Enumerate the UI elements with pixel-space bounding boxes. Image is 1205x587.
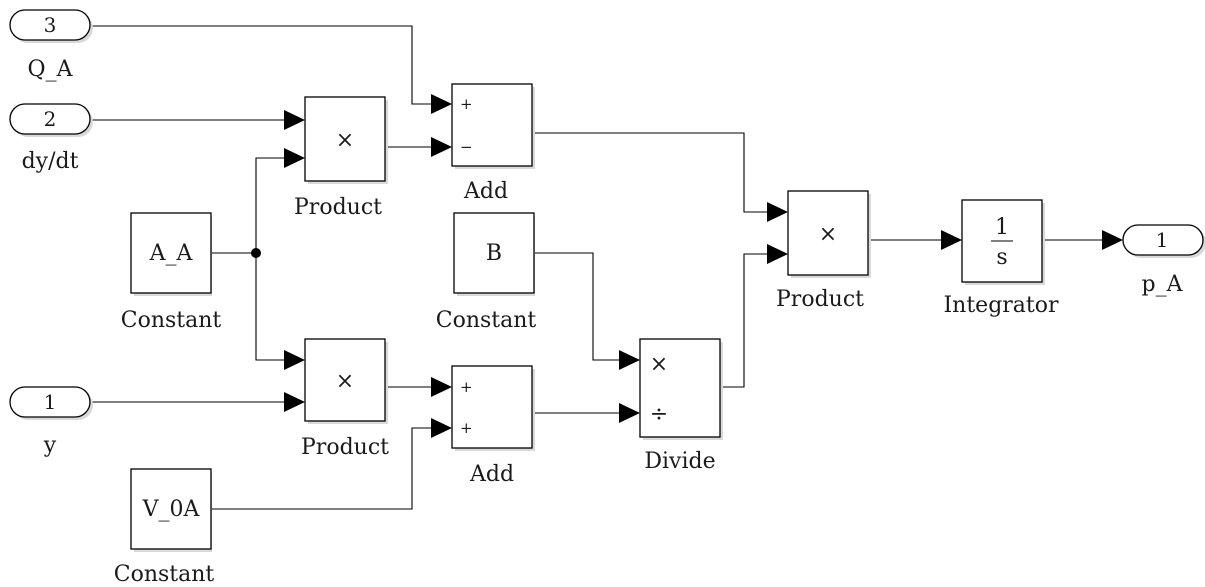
integrator-numerator: 1 — [995, 215, 1009, 240]
integrator-block[interactable]: 1 s Integrator — [943, 199, 1059, 318]
arrow-product1-in1 — [284, 110, 305, 130]
product-1-label: Product — [294, 195, 382, 220]
outport-pa[interactable]: 1 p_A — [1122, 224, 1205, 297]
constant-b[interactable]: B Constant — [436, 212, 537, 333]
add-2-sign-2: + — [460, 419, 473, 437]
divide-label: Divide — [644, 449, 715, 474]
constant-v0a-label: Constant — [114, 562, 215, 587]
arrow-product3-in2 — [767, 244, 788, 264]
add-1-sign-1: + — [460, 95, 473, 113]
arrow-divide-in2 — [619, 403, 640, 423]
product-block-3[interactable]: × Product — [776, 190, 871, 312]
arrow-add2-in1 — [431, 377, 452, 397]
wire-divide-to-product3[interactable] — [720, 253, 769, 388]
wire-junction-to-product2[interactable] — [255, 253, 286, 361]
wire-b-to-divide[interactable] — [534, 252, 621, 361]
junction-dot — [251, 248, 261, 258]
inport-dydt-number: 2 — [44, 107, 57, 131]
inport-y[interactable]: 1 y — [9, 386, 93, 458]
add-1-label: Add — [463, 179, 508, 204]
integrator-denominator: s — [996, 245, 1007, 270]
product-1-symbol: × — [336, 128, 354, 153]
divide-block[interactable]: × ÷ Divide — [639, 338, 723, 474]
product-2-label: Product — [301, 435, 389, 460]
arrow-product2-in2 — [284, 392, 305, 412]
product-3-label: Product — [776, 287, 864, 312]
wire-junction-to-product1[interactable] — [255, 157, 286, 253]
outport-pa-label: p_A — [1142, 272, 1184, 297]
product-3-symbol: × — [819, 222, 837, 247]
add-2-sign-1: + — [460, 378, 473, 396]
add-1-sign-2: − — [460, 138, 473, 156]
inport-dydt-label: dy/dt — [22, 149, 79, 174]
arrow-add1-in1 — [431, 94, 452, 114]
constant-b-value: B — [486, 241, 502, 266]
add-2-label: Add — [469, 462, 514, 487]
outport-pa-number: 1 — [1156, 228, 1169, 252]
wire-v0a-to-add2[interactable] — [212, 427, 433, 510]
signal-lines — [90, 25, 1104, 510]
inport-qa-number: 3 — [44, 13, 57, 37]
product-block-2[interactable]: × Product — [301, 338, 389, 460]
constant-v0a[interactable]: V_0A Constant — [114, 468, 215, 587]
inport-y-label: y — [43, 433, 57, 458]
wire-add1-to-product3[interactable] — [534, 132, 769, 213]
arrow-add2-in2 — [431, 418, 452, 438]
arrow-product3-in1 — [767, 202, 788, 222]
add-block-1[interactable]: + − Add — [451, 83, 535, 204]
arrow-product2-in1 — [284, 350, 305, 370]
arrow-add1-in2 — [431, 137, 452, 157]
divide-mul-symbol: × — [650, 352, 668, 377]
product-2-symbol: × — [336, 369, 354, 394]
inport-y-number: 1 — [44, 390, 57, 414]
inport-qa-label: Q_A — [28, 57, 74, 82]
inport-qa[interactable]: 3 Q_A — [9, 9, 93, 82]
arrow-integrator-in — [941, 230, 962, 250]
constant-aa[interactable]: A_A Constant — [121, 212, 222, 333]
arrow-divide-in1 — [619, 350, 640, 370]
divide-div-symbol: ÷ — [650, 402, 668, 427]
inport-dydt[interactable]: 2 dy/dt — [9, 103, 93, 174]
constant-v0a-value: V_0A — [142, 497, 201, 522]
constant-b-label: Constant — [436, 308, 537, 333]
arrowheads — [284, 94, 1123, 438]
arrow-product1-in2 — [284, 148, 305, 168]
integrator-label: Integrator — [943, 293, 1059, 318]
add-block-2[interactable]: + + Add — [451, 365, 535, 487]
constant-aa-value: A_A — [149, 241, 194, 266]
product-block-1[interactable]: × Product — [294, 96, 388, 220]
arrow-outport-in — [1102, 230, 1123, 250]
wire-qa-to-add1[interactable] — [90, 25, 433, 105]
constant-aa-label: Constant — [121, 308, 222, 333]
